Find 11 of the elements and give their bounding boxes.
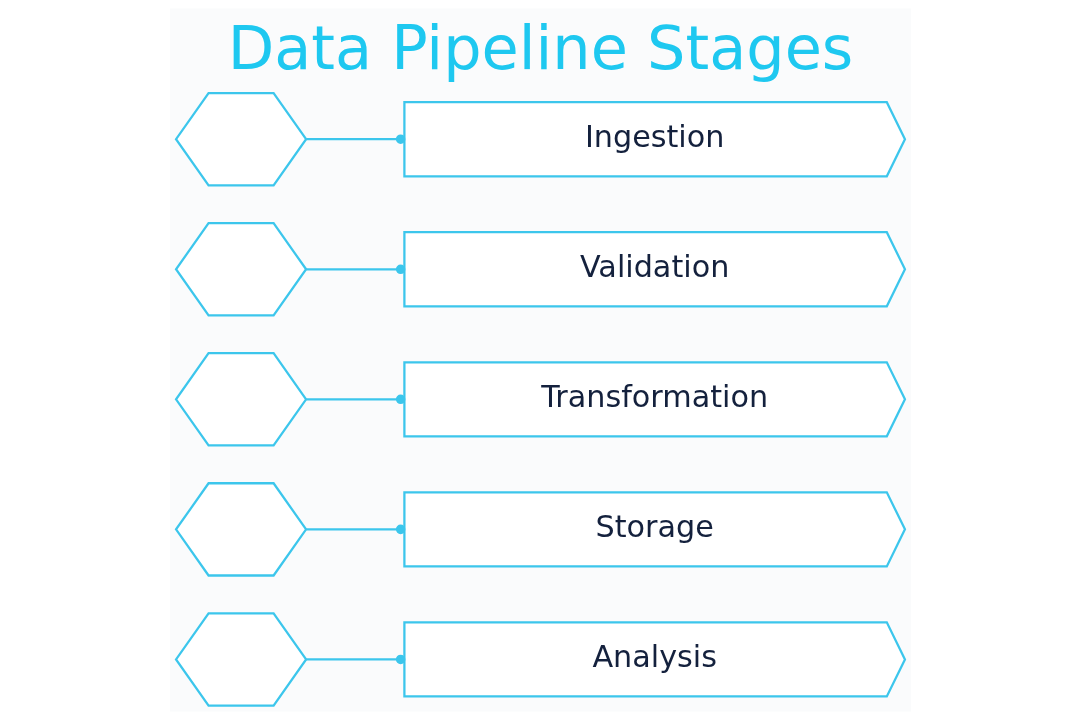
- node-hexagon: [174, 222, 307, 317]
- connector: [305, 394, 405, 405]
- diagram-title: Data Pipeline Stages: [227, 12, 853, 83]
- node-hexagon: [174, 91, 307, 187]
- connector: [305, 264, 405, 275]
- connector: [305, 134, 405, 144]
- connector: [305, 524, 405, 535]
- connector: [305, 654, 405, 665]
- node-hexagon: [174, 612, 307, 707]
- node-hexagon: [174, 482, 307, 577]
- node-hexagon: [174, 352, 307, 447]
